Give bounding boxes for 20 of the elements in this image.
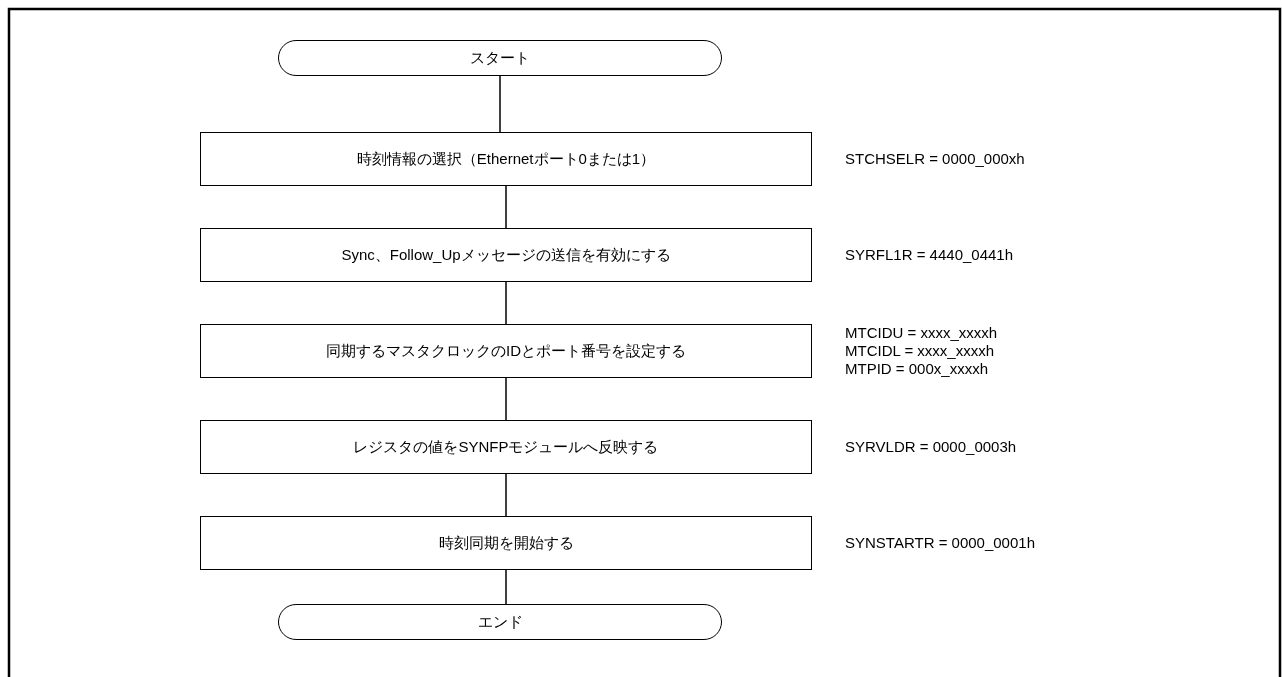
process-box: 時刻同期を開始する: [200, 516, 812, 570]
terminal-shape: スタート: [278, 40, 722, 76]
register-setting: MTCIDL = xxxx_xxxxh: [845, 342, 996, 360]
connector-line: [505, 569, 507, 605]
process-box: 同期するマスタクロックのIDとポート番号を設定する: [200, 324, 812, 378]
connector-line: [505, 185, 507, 229]
process-box: レジスタの値をSYNFPモジュールへ反映する: [200, 420, 812, 474]
register-setting: SYRVLDR = 0000_0003h: [845, 438, 1017, 456]
terminal-shape: エンド: [278, 604, 722, 640]
process-box: Sync、Follow_Upメッセージの送信を有効にする: [200, 228, 812, 282]
register-setting: MTPID = 000x_xxxxh: [845, 360, 989, 378]
register-setting: SYRFL1R = 4440_0441h: [845, 246, 1014, 264]
connector-line: [505, 377, 507, 421]
connector-line: [505, 473, 507, 517]
connector-line: [499, 75, 501, 133]
process-box: 時刻情報の選択（Ethernetポート0または1）: [200, 132, 812, 186]
register-setting: SYNSTARTR = 0000_0001h: [845, 534, 1035, 552]
register-setting: MTCIDU = xxxx_xxxxh: [845, 324, 998, 342]
register-setting: STCHSELR = 0000_000xh: [845, 150, 1025, 168]
connector-line: [505, 281, 507, 325]
